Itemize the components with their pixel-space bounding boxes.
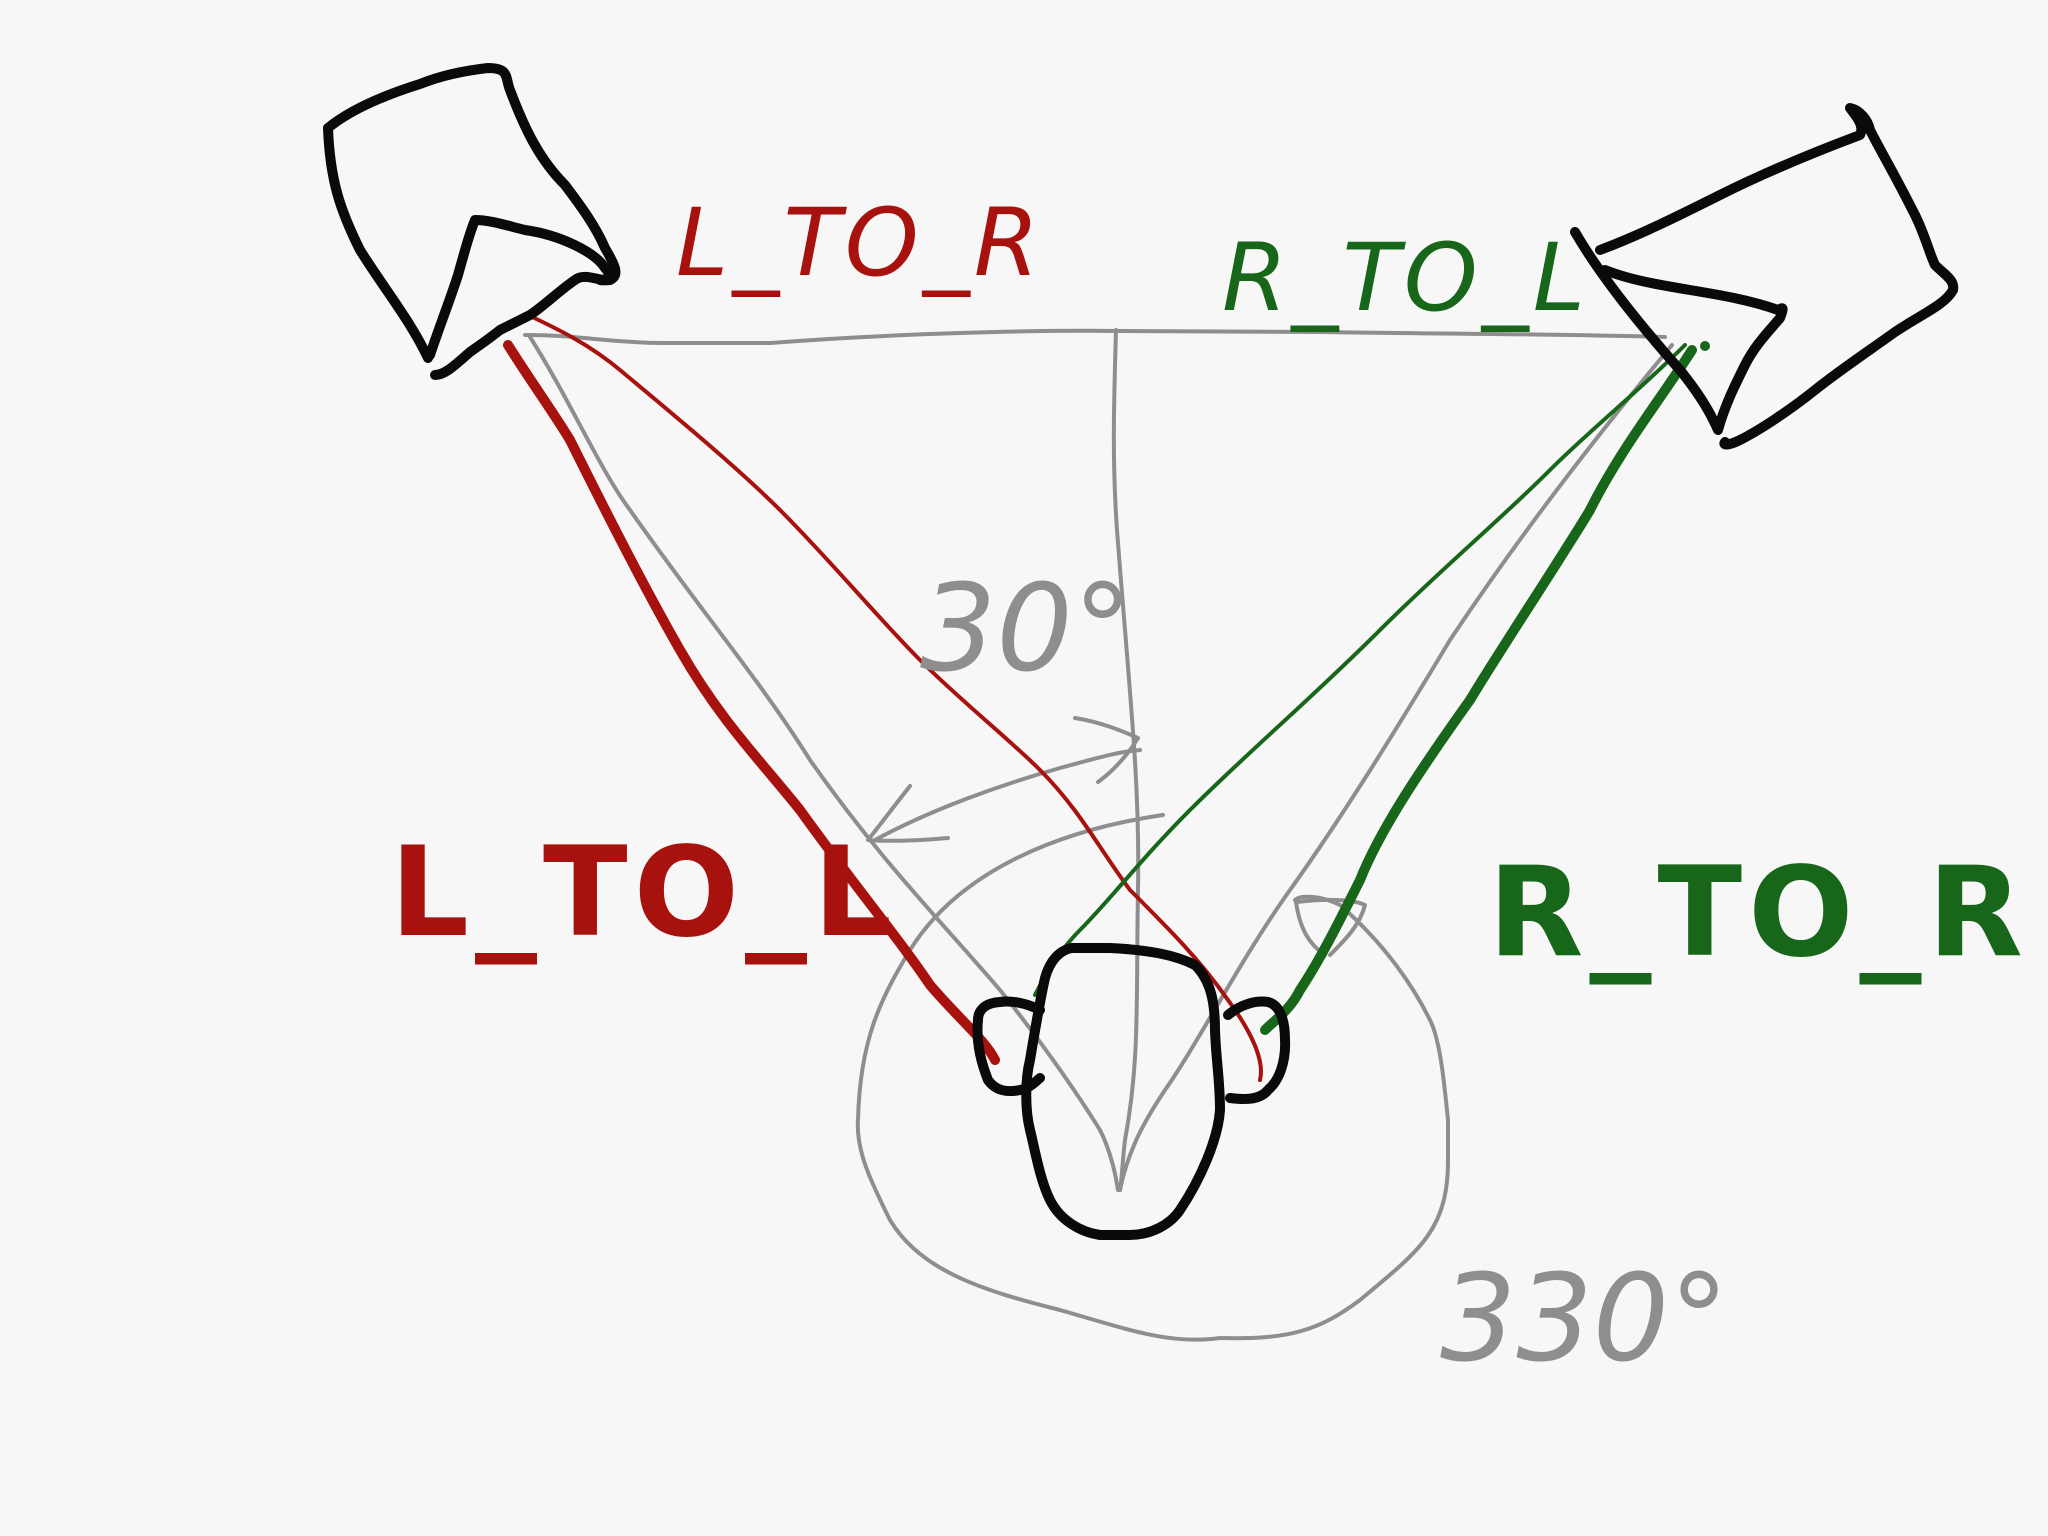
l-to-r-path <box>526 313 1263 1082</box>
left-speaker-body <box>323 63 621 380</box>
r-to-r-label: R_TO_R <box>1488 841 2029 985</box>
listening-circle <box>855 813 1450 1342</box>
left-ear <box>972 996 1045 1097</box>
r-to-l-path <box>1033 343 1687 997</box>
listener-head <box>972 943 1291 1240</box>
angle-30-label: 30° <box>920 560 1133 699</box>
head-outline <box>1021 943 1225 1240</box>
r-speaker-dot <box>1700 341 1710 351</box>
green-signal-paths <box>1033 341 1710 1035</box>
red-signal-paths <box>503 313 1263 1082</box>
right-speaker-body <box>1595 103 1959 450</box>
left-speaker <box>323 63 621 380</box>
l-to-l-path <box>503 340 1000 1065</box>
center-line <box>1111 328 1141 1192</box>
angle-arc-30-arrowhead-right <box>1073 716 1140 784</box>
right-ear <box>1223 996 1291 1104</box>
l-to-r-label: L_TO_R <box>676 189 1043 298</box>
r-to-r-path <box>1260 345 1697 1035</box>
angle-330-label: 330° <box>1440 1250 1729 1389</box>
right-speaker <box>1570 103 1959 450</box>
right-speaker-to-head-line <box>1118 343 1674 1192</box>
r-to-l-label: R_TO_L <box>1222 224 1589 333</box>
angle-arc-30-arrowhead-left <box>866 784 950 843</box>
right-speaker-cone <box>1570 227 1788 435</box>
left-speaker-cone <box>425 215 614 360</box>
left-speaker-to-head-line <box>528 335 1120 1192</box>
geometry-guides <box>523 328 1674 1342</box>
speaker-baseline <box>523 328 1667 345</box>
l-to-l-label: L_TO_L <box>390 821 898 965</box>
